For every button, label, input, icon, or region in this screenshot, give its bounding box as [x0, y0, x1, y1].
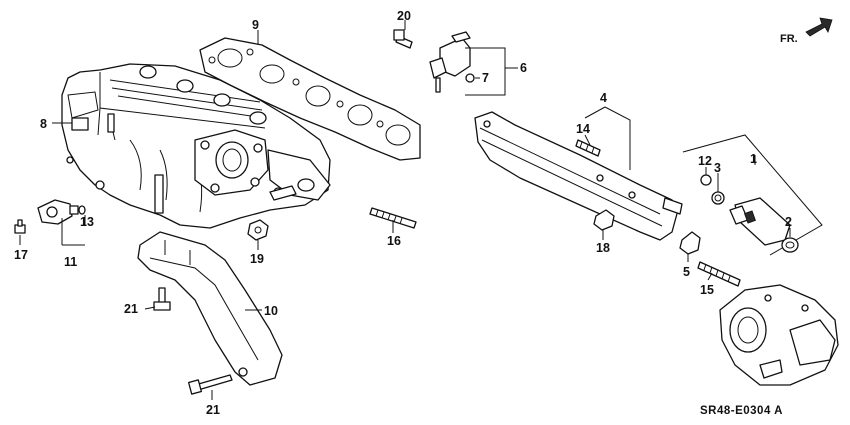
fuel-rail[interactable] — [474, 111, 683, 241]
intake-manifold[interactable] — [61, 63, 331, 229]
stud-14[interactable] — [575, 139, 601, 157]
seal-ring-12[interactable] — [700, 174, 712, 186]
bolt-21-upper[interactable] — [153, 287, 171, 311]
callout-8: 8 — [40, 117, 47, 131]
callout-9: 9 — [252, 18, 259, 32]
callout-7: 7 — [482, 71, 489, 85]
grommet-5[interactable] — [679, 231, 701, 255]
callout-1: 1 — [750, 152, 757, 166]
callout-5: 5 — [683, 265, 690, 279]
callout-20: 20 — [397, 9, 411, 23]
cushion-ring-2[interactable] — [781, 237, 799, 253]
callout-18: 18 — [596, 241, 610, 255]
o-ring-13[interactable] — [78, 205, 86, 215]
callout-13: 13 — [80, 215, 94, 229]
callout-3: 3 — [714, 161, 721, 175]
fuel-pressure-regulator[interactable] — [429, 31, 471, 93]
o-ring-3[interactable] — [711, 191, 725, 205]
bolt-20[interactable] — [393, 29, 413, 49]
callout-19: 19 — [250, 252, 264, 266]
sensor-assembly[interactable] — [37, 199, 79, 225]
callout-4: 4 — [600, 91, 607, 105]
callout-17: 17 — [14, 248, 28, 262]
callout-12: 12 — [698, 154, 712, 168]
front-direction-label: FR. — [780, 33, 798, 45]
leader-lines — [19, 20, 791, 400]
intake-manifold-gasket[interactable] — [199, 37, 421, 161]
bolt-17[interactable] — [14, 219, 26, 234]
callout-11: 11 — [64, 255, 77, 269]
stud-16[interactable] — [369, 207, 417, 229]
callout-21-upper: 21 — [124, 302, 138, 316]
callout-16: 16 — [387, 234, 401, 248]
o-ring-7[interactable] — [465, 73, 475, 83]
front-arrow-icon — [805, 17, 833, 37]
callout-14: 14 — [576, 122, 590, 136]
callout-21-lower: 21 — [206, 403, 220, 417]
nut-18[interactable] — [593, 209, 615, 231]
callout-15: 15 — [700, 283, 714, 297]
bolt-21-lower[interactable] — [187, 374, 233, 395]
callout-10: 10 — [264, 304, 278, 318]
throttle-body[interactable] — [719, 284, 839, 386]
diagram-code: SR48-E0304 A — [700, 405, 783, 417]
callout-2: 2 — [785, 215, 792, 229]
diagram-suffix: A — [774, 405, 783, 417]
callout-6: 6 — [520, 61, 527, 75]
injector[interactable] — [729, 197, 791, 246]
manifold-bracket[interactable] — [137, 231, 283, 386]
nut-19[interactable] — [247, 219, 269, 241]
stud-15[interactable] — [697, 261, 741, 287]
